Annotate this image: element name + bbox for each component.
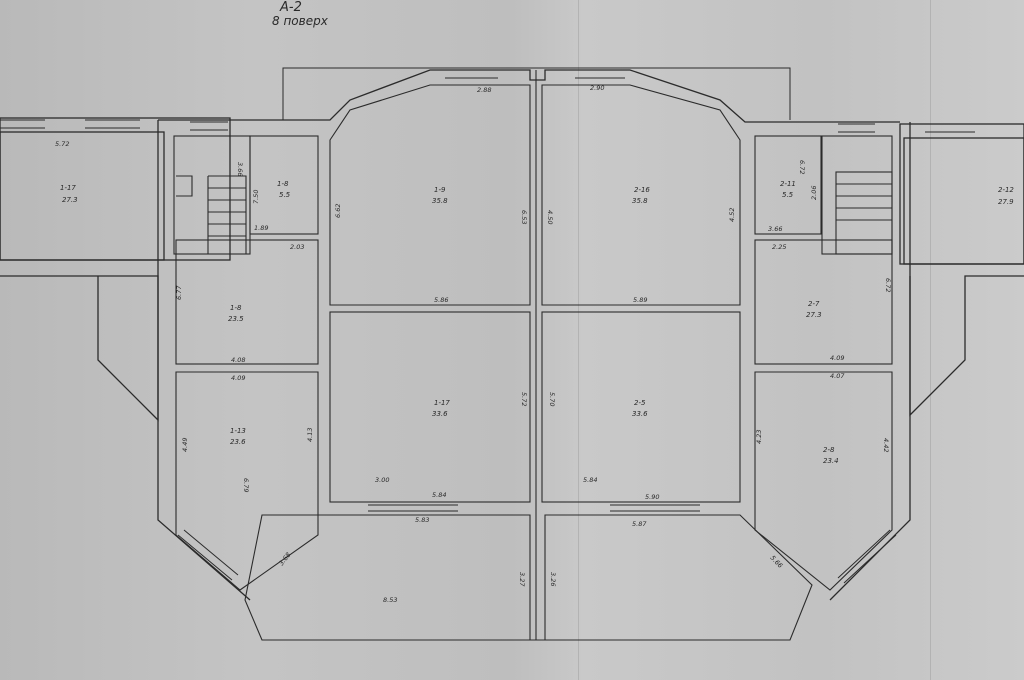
dimension: 4.50 [546, 210, 554, 224]
room-number: 1-8 [230, 304, 242, 312]
outer-walls [0, 67, 1024, 601]
room-number: 2-16 [634, 186, 650, 194]
room-area: 27.3 [806, 311, 822, 319]
dimension: 6.72 [884, 278, 892, 292]
dimension: 3.68 [277, 551, 292, 567]
dimension: 4.52 [728, 208, 736, 222]
dimension: 5.86 [434, 296, 448, 304]
dimension: 4.09 [830, 354, 844, 362]
room-number: 2-8 [823, 446, 835, 454]
room-number: 2-5 [634, 399, 646, 407]
room-area: 23.6 [230, 438, 246, 446]
dimension: 4.23 [755, 430, 763, 444]
room-number: 2-12 [998, 186, 1014, 194]
dimension: 4.08 [231, 356, 245, 364]
dimension: 5.84 [432, 491, 446, 499]
dimension: 6.77 [175, 285, 183, 300]
dimension: 7.50 [252, 190, 260, 204]
paper-fold-line [930, 0, 931, 680]
room-area: 27.3 [62, 196, 78, 204]
room-number: 1-9 [434, 186, 446, 194]
paper-fold-line [578, 0, 579, 680]
room-number: 1-17 [434, 399, 450, 407]
dimension: 3.00 [375, 476, 389, 484]
room-number: 2-7 [808, 300, 820, 308]
dimension: 5.70 [548, 392, 556, 406]
room-area: 5.5 [279, 191, 291, 199]
dimension: 4.49 [181, 438, 189, 452]
dimension: 6.79 [242, 478, 250, 492]
dimension: 6.72 [798, 160, 806, 174]
dimension-labels: 5.72 2.88 2.90 3.66 7.50 1.89 2.03 6.62 … [55, 84, 892, 604]
dimension: 2.25 [772, 243, 786, 251]
dimension: 3.27 [518, 572, 526, 587]
room-labels: 1-17 27.3 1-8 5.5 1-9 35.8 2-16 35.8 2-1… [60, 180, 1014, 465]
windows [0, 69, 975, 584]
room-area: 23.4 [823, 457, 839, 465]
room-number: 1-8 [277, 180, 289, 188]
room-area: 23.5 [228, 315, 244, 323]
dimension: 3.66 [236, 162, 244, 176]
dimension: 2.06 [810, 186, 818, 200]
dimension: 4.07 [830, 372, 845, 380]
dimension: 5.89 [633, 296, 647, 304]
dimension: 3.26 [549, 572, 557, 586]
dimension: 5.72 [55, 140, 69, 148]
room-area: 35.8 [632, 197, 648, 205]
room-area: 35.8 [432, 197, 448, 205]
dimension: 5.90 [645, 493, 659, 501]
dimension: 5.84 [583, 476, 597, 484]
inner-walls [173, 70, 893, 641]
dimension: 2.90 [590, 84, 604, 92]
dimension: 5.87 [632, 520, 647, 528]
dimension: 6.62 [334, 204, 342, 218]
dimension: 6.53 [520, 210, 528, 224]
dimension: 4.09 [231, 374, 245, 382]
dimension: 5.72 [520, 392, 528, 406]
room-area: 33.6 [632, 410, 648, 418]
room-number: 2-11 [780, 180, 796, 188]
dimension: 5.83 [415, 516, 429, 524]
dimension: 8.53 [383, 596, 397, 604]
room-area: 33.6 [432, 410, 448, 418]
floor-label: 8 поверх [272, 14, 328, 28]
dimension: 2.88 [477, 86, 491, 94]
dimension: 2.03 [290, 243, 304, 251]
dimension: 4.42 [882, 438, 890, 452]
room-number: 1-17 [60, 184, 76, 192]
dimension: 4.13 [306, 428, 314, 442]
room-number: 1-13 [230, 427, 246, 435]
room-area: 5.5 [782, 191, 794, 199]
dimension: 3.66 [768, 225, 782, 233]
dimension: 1.89 [254, 224, 268, 232]
plan-title: А-2 [280, 0, 302, 15]
room-area: 27.9 [998, 198, 1014, 206]
